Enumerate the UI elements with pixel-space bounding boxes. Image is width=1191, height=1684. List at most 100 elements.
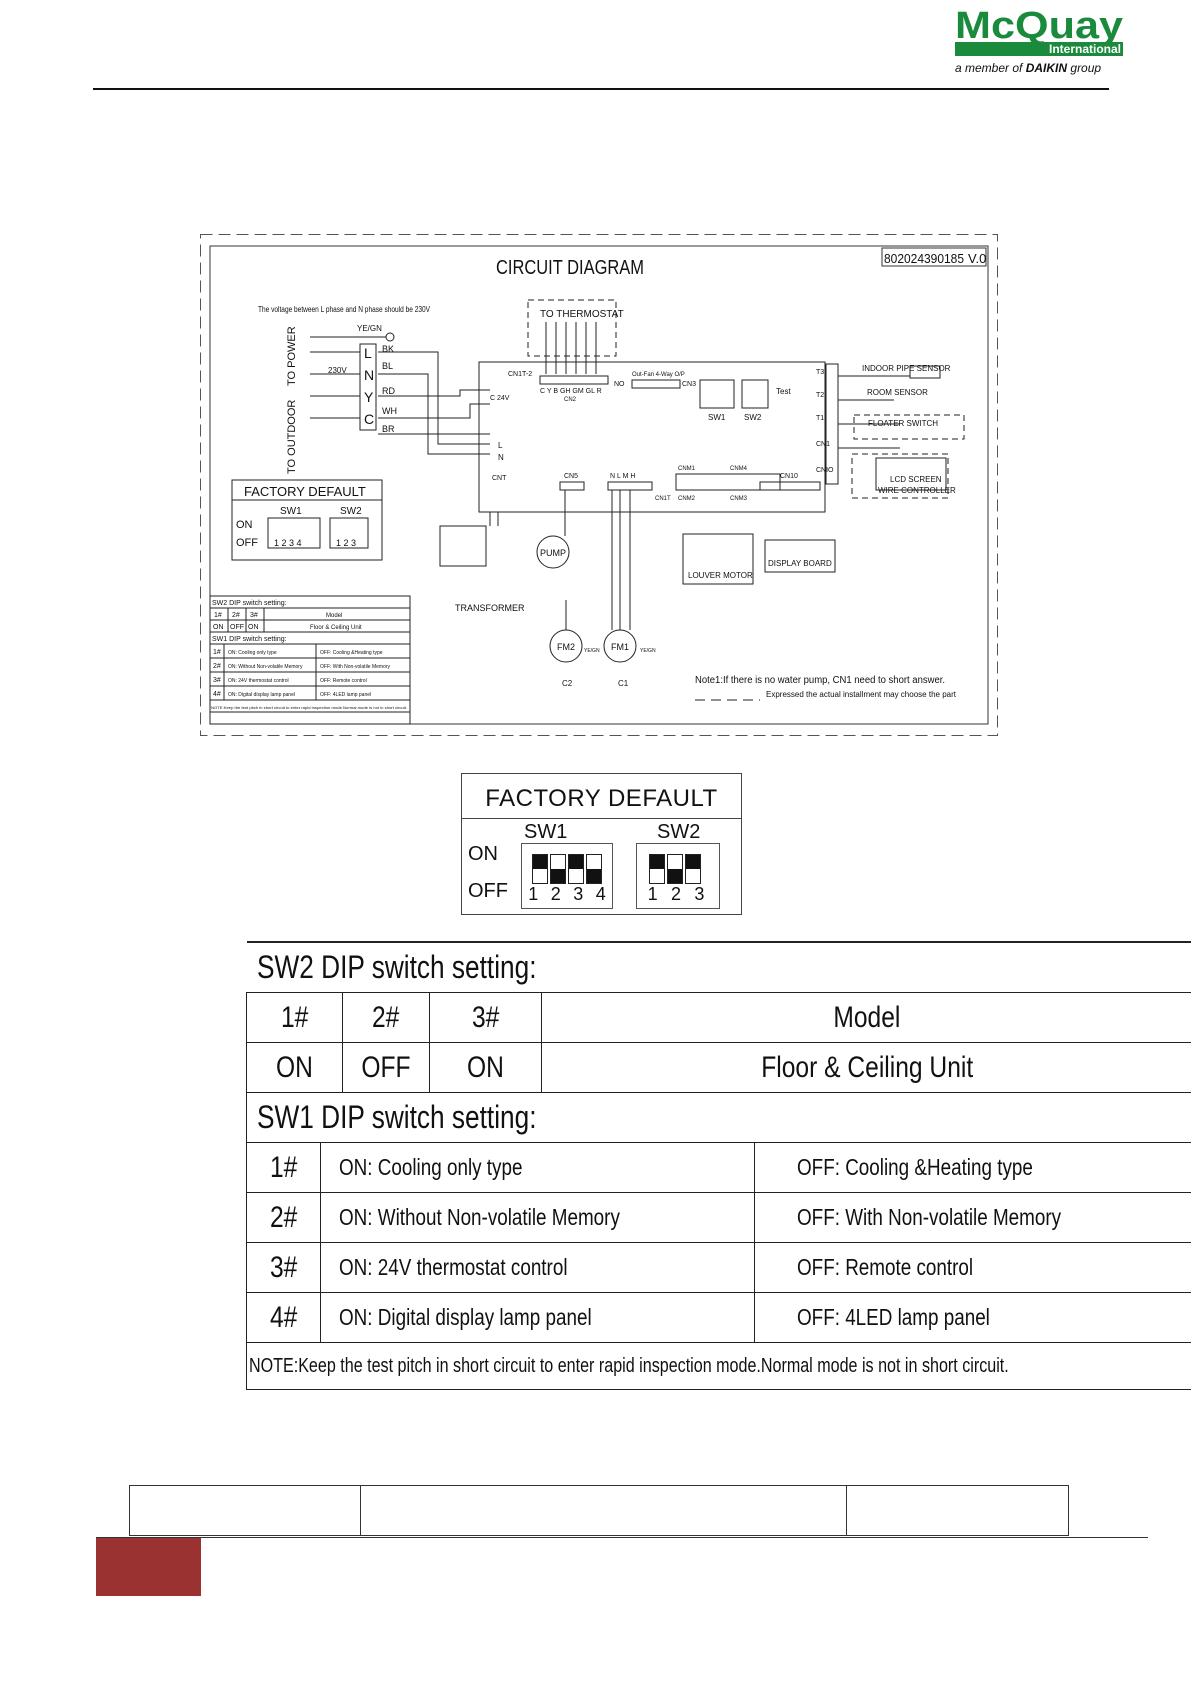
cnm2-label: CNM2 (678, 496, 696, 502)
sw1-num-4: 4 (595, 884, 606, 904)
cnm1-label: CNM1 (678, 466, 696, 472)
factory-default-title: FACTORY DEFAULT (462, 780, 741, 819)
wire-rd: RD (382, 386, 395, 396)
sw1-row-1: 1# ON: Cooling only type OFF: Cooling &H… (245, 1142, 1191, 1193)
wire-br: BR (382, 424, 395, 434)
mini-r4-on: ON: Digital display lamp panel (228, 692, 295, 698)
sw1-knob-4 (587, 869, 601, 883)
mini-note: NOTE:Keep the test pitch in short circui… (211, 705, 407, 710)
sw2-section-title: SW2 DIP switch setting: (256, 949, 537, 985)
fm2-label: FM2 (557, 642, 575, 652)
mini-r3-num: 3# (213, 677, 221, 684)
sw2-num-2: 2 (670, 884, 681, 904)
dip-note: NOTE:Keep the test pitch in short circui… (249, 1354, 1009, 1377)
sw2-label: SW2 (657, 821, 701, 843)
indoor-pipe-sensor: INDOOR PIPE SENSOR (862, 364, 951, 373)
sw2-value-1: ON (275, 1050, 313, 1084)
sw1-dip-switch: 1 2 3 4 (521, 843, 613, 909)
logo-tagline-suffix: group (1070, 61, 1101, 75)
sw1-slot-1 (532, 854, 548, 884)
mini-off: OFF (236, 537, 258, 549)
diagram-code: 802024390185 (884, 251, 964, 266)
sw2-num-1: 1 (647, 884, 658, 904)
mini-unit: Floor & Ceiling Unit (310, 625, 362, 631)
l-label: L (498, 441, 503, 450)
to-thermostat-label: TO THERMOSTAT (540, 309, 624, 320)
to-power-label: TO POWER (286, 326, 298, 386)
sw1-row-2-off: OFF: With Non-volatile Memory (797, 1204, 1062, 1230)
sw1-row-4: 4# ON: Digital display lamp panel OFF: 4… (245, 1292, 1191, 1343)
mini-on: ON (236, 519, 253, 531)
note1: Note1:If there is no water pump, CN1 nee… (695, 675, 945, 686)
cn3-label: CN3 (682, 381, 696, 388)
sw1-row-3-on: ON: 24V thermostat control (339, 1254, 568, 1280)
sw1-row-3-off: OFF: Remote control (797, 1254, 974, 1280)
logo-badge: International (1049, 42, 1121, 56)
sw2-knob-3 (686, 855, 700, 869)
sw2-header-2: 2# (371, 1000, 400, 1034)
mini-sw1-title: SW1 DIP switch setting: (212, 636, 287, 643)
sw1-knob-1 (533, 855, 547, 869)
louver-motor: LOUVER MOTOR (688, 571, 753, 580)
footer-table (129, 1485, 1069, 1536)
terminal-y: Y (364, 389, 374, 405)
sw2-value-3: ON (466, 1050, 504, 1084)
n-label: N (498, 453, 504, 462)
header-rule (93, 88, 1109, 90)
footer-accent-block (96, 1538, 201, 1596)
c2-label: C2 (562, 679, 573, 688)
sw1-slot-3 (568, 854, 584, 884)
pcb-sw2-label: SW2 (744, 413, 762, 422)
mini-sw2-pins: 1 2 3 (336, 538, 356, 548)
sw1-row-1-num: 1# (270, 1150, 298, 1184)
logo-tagline-prefix: a member of (955, 61, 1024, 75)
cn10-label: CN10 (780, 473, 798, 480)
wire-bl: BL (382, 361, 393, 371)
sw1-slot-2 (550, 854, 566, 884)
mini-r3-on: ON: 24V thermostat control (228, 678, 289, 684)
yegn-small-1: YE/GN (584, 648, 600, 654)
terminal-c: C (364, 411, 374, 427)
sw1-row-1-on: ON: Cooling only type (339, 1154, 523, 1180)
mini-r3-off: OFF: Remote control (320, 678, 367, 684)
sw1-row-4-num: 4# (270, 1300, 298, 1334)
ground-label: YE/GN (357, 324, 382, 333)
mini-r2-on: ON: Without Non-volatile Memory (228, 664, 303, 670)
display-board: DISPLAY BOARD (768, 559, 832, 568)
t1-label: T1 (816, 415, 824, 422)
sw2-header-1: 1# (280, 1000, 309, 1034)
lcd-screen: LCD SCREEN (890, 475, 942, 484)
mini-r1-on: ON: Cooling only type (228, 650, 277, 656)
circuit-diagram: CIRCUIT DIAGRAM 802024390185 V.0 The vol… (200, 234, 998, 736)
sw1-label: SW1 (524, 821, 568, 843)
mini-r1-num: 1# (213, 649, 221, 656)
dip-switch-table: SW2 DIP switch setting: 1# 2# 3# Model O… (245, 941, 1191, 1390)
mini-h2: 2# (232, 612, 240, 619)
diagram-version: V.0 (968, 251, 986, 266)
sw1-knob-2 (551, 869, 565, 883)
sw1-num-3: 3 (573, 884, 584, 904)
sw2-title-row: SW2 DIP switch setting: (246, 941, 1191, 993)
mini-v2: OFF (230, 624, 244, 631)
factory-default-panel: FACTORY DEFAULT SW1 SW2 ON OFF 1 2 3 4 1… (461, 773, 742, 915)
t2-label: T2 (816, 392, 824, 399)
thermo-pins: C Y B GH GM GL R (540, 388, 602, 395)
diagram-title: CIRCUIT DIAGRAM (496, 257, 644, 279)
cnm4-label: CNM4 (730, 466, 748, 472)
terminal-n: N (364, 367, 374, 383)
sw1-num-2: 2 (550, 884, 561, 904)
logo-brand: McQuay (955, 6, 1123, 47)
sw1-slot-4 (586, 854, 602, 884)
wire-bk: BK (382, 344, 394, 354)
mini-r1-off: OFF: Cooling &Heating type (320, 650, 383, 656)
sw1-num-1: 1 (528, 884, 539, 904)
sw2-slot-1 (649, 854, 665, 884)
sw2-header-3: 3# (471, 1000, 499, 1034)
sw1-row-4-on: ON: Digital display lamp panel (339, 1304, 593, 1330)
room-sensor: ROOM SENSOR (867, 388, 928, 397)
mini-model: Model (326, 613, 342, 619)
c1-label: C1 (618, 679, 629, 688)
sw1-row-1-off: OFF: Cooling &Heating type (797, 1154, 1034, 1180)
sw2-knob-1 (650, 855, 664, 869)
mini-v1: ON (213, 624, 224, 631)
